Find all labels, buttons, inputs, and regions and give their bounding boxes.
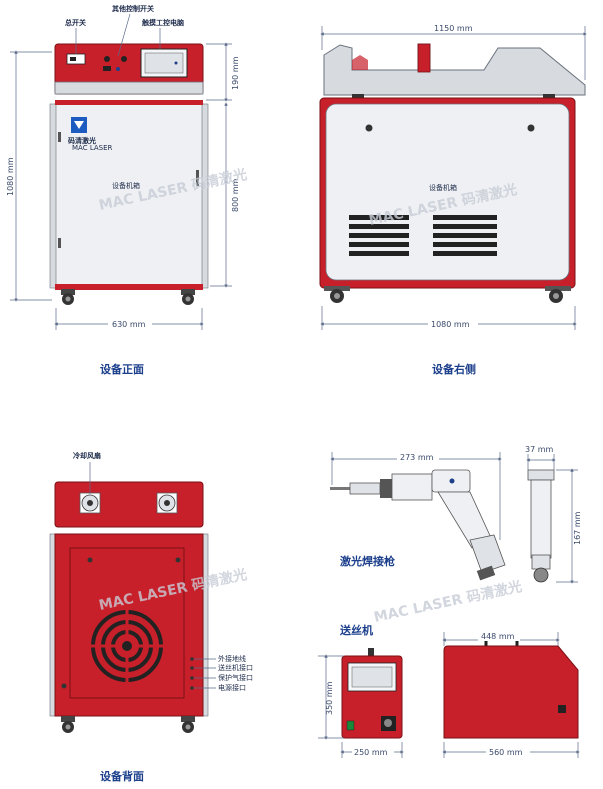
- right-view: 设备机箱 1150 mm 1080 mm: [319, 23, 587, 376]
- label-main-switch: 总开关: [65, 18, 86, 27]
- back-wheel-right: [181, 716, 195, 733]
- dim-front-height: 1080 mm: [6, 157, 15, 196]
- fan-left: [79, 492, 101, 514]
- feeder-caption: 送丝机: [339, 623, 373, 637]
- dim-right-top-width: 1150 mm: [434, 24, 473, 33]
- dim-feeder-height: 350 mm: [325, 681, 334, 715]
- port-wire-feeder: 送丝机接口: [218, 663, 253, 672]
- gun-caption: 激光焊接枪: [340, 554, 395, 568]
- watermark-4: MAC LASER 码清激光: [372, 578, 523, 626]
- dim-right-bottom-width: 1080 mm: [431, 320, 470, 329]
- front-view: 码清激光 MAC LASER 设备机箱 其他控制开关 总开关 触摸工控电脑 10…: [6, 4, 240, 376]
- front-logo-text: 码清激光: [68, 136, 96, 145]
- dim-gun-length: 273 mm: [400, 453, 434, 462]
- control-switch-2: [121, 56, 127, 62]
- label-touchscreen: 触摸工控电脑: [141, 18, 184, 27]
- right-wheel-right: [545, 286, 571, 303]
- dim-feeder-side-width: 560 mm: [489, 748, 523, 757]
- dim-gun-height: 167 mm: [573, 511, 582, 545]
- control-switch-1: [104, 56, 110, 62]
- right-box-label: 设备机箱: [429, 183, 457, 192]
- dim-gun-width: 37 mm: [525, 445, 554, 454]
- port-ground: 外接地线: [218, 654, 246, 663]
- back-wheel-left: [61, 716, 75, 733]
- right-vent-left: [349, 215, 409, 256]
- port-gas: 保护气接口: [218, 673, 253, 682]
- label-fan: 冷却风扇: [73, 451, 101, 460]
- port-power: 电源接口: [218, 683, 246, 692]
- back-port-labels: 外接地线 送丝机接口 保护气接口 电源接口: [194, 654, 253, 692]
- dim-front-top: 190 mm: [231, 56, 240, 90]
- front-box-label: 设备机箱: [112, 181, 140, 190]
- dim-feeder-front-width: 250 mm: [354, 748, 388, 757]
- label-other-switch: 其他控制开关: [112, 4, 154, 13]
- fan-right: [156, 492, 178, 514]
- front-wheel-left: [61, 289, 75, 305]
- feeder-side: [443, 645, 579, 739]
- dim-feeder-top: 448 mm: [481, 632, 515, 641]
- front-cabinet: [54, 103, 204, 289]
- feeder-view: 送丝机 350 mm 250 mm 448 mm 560 mm: [318, 623, 580, 758]
- right-caption: 设备右侧: [432, 362, 476, 376]
- front-caption: 设备正面: [100, 362, 144, 376]
- front-handle-bar: [54, 81, 204, 95]
- feeder-power-switch: [346, 720, 355, 731]
- back-view: 冷却风扇 外接地线 送: [49, 451, 253, 783]
- gun-view: 273 mm 37 mm 167 mm 激光焊接枪: [330, 445, 582, 584]
- back-port-dots: [190, 657, 194, 690]
- right-wheel-left: [324, 286, 350, 303]
- front-wheel-right: [181, 289, 195, 305]
- dim-front-width: 630 mm: [112, 320, 146, 329]
- front-logo-sub: MAC LASER: [72, 144, 113, 152]
- dim-front-body: 800 mm: [231, 178, 240, 212]
- back-caption: 设备背面: [100, 769, 144, 783]
- right-vent-right: [433, 215, 497, 256]
- back-top-panel: [54, 481, 204, 528]
